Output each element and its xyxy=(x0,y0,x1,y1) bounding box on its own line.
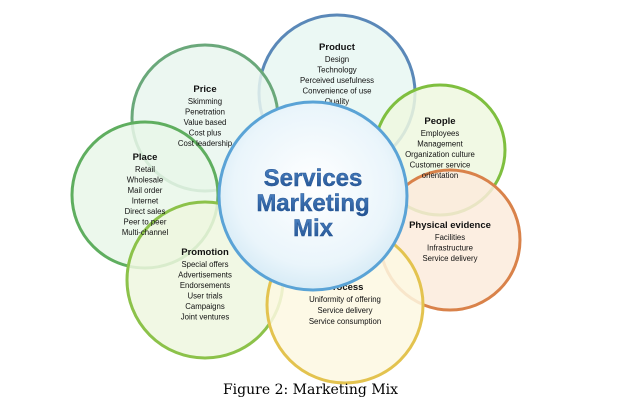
price-item: Value based xyxy=(184,118,227,127)
place-title: Place xyxy=(133,152,158,163)
place-item: Internet xyxy=(132,197,159,206)
physical-item: Infrastructure xyxy=(427,244,473,253)
process-item: Service delivery xyxy=(317,306,372,315)
process-item: Uniformity of offering xyxy=(309,295,381,304)
process-title: Process xyxy=(327,282,364,293)
price-item: Skimming xyxy=(188,97,222,106)
process-item: Service consumption xyxy=(309,317,381,326)
promotion-item: Campaigns xyxy=(185,302,225,311)
people-item: Organization culture xyxy=(405,150,475,159)
price-title: Price xyxy=(193,84,216,95)
promotion-item: User trials xyxy=(187,292,222,301)
physical-item: Facilities xyxy=(435,233,465,242)
place-item: Peer to peer xyxy=(124,218,167,227)
product-item: Technology xyxy=(317,66,357,75)
center-title-line-2: Marketing xyxy=(256,190,369,217)
physical-item: Service delivery xyxy=(422,254,477,263)
place-item: Retail xyxy=(135,165,155,174)
center-circle xyxy=(217,100,409,292)
place-item: Mail order xyxy=(128,186,163,195)
center-title-line-3: Mix xyxy=(293,215,334,242)
product-title: Product xyxy=(319,42,356,53)
place-item: Multi-channel xyxy=(122,228,169,237)
figure-caption: Figure 2: Marketing Mix xyxy=(222,382,399,398)
promotion-item: Special offers xyxy=(181,260,228,269)
product-item: Quality xyxy=(325,97,349,106)
product-item: Convenience of use xyxy=(303,87,372,96)
people-item: Employees xyxy=(421,129,460,138)
promotion-title: Promotion xyxy=(181,247,229,258)
place-item: Wholesale xyxy=(127,176,163,185)
price-item: Cost leadership xyxy=(178,139,233,148)
promotion-item: Joint ventures xyxy=(181,313,230,322)
people-title: People xyxy=(424,116,455,127)
product-item: Design xyxy=(325,55,349,64)
product-item: Perceived usefulness xyxy=(300,76,374,85)
price-item: Penetration xyxy=(185,108,225,117)
physical-title: Physical evidence xyxy=(409,220,491,231)
price-item: Cost plus xyxy=(189,129,222,138)
people-item: Management xyxy=(417,140,463,149)
promotion-item: Advertisements xyxy=(178,271,232,280)
place-item: Direct sales xyxy=(125,207,166,216)
center-title-line-1: Services xyxy=(264,165,363,192)
promotion-item: Endorsements xyxy=(180,281,230,290)
